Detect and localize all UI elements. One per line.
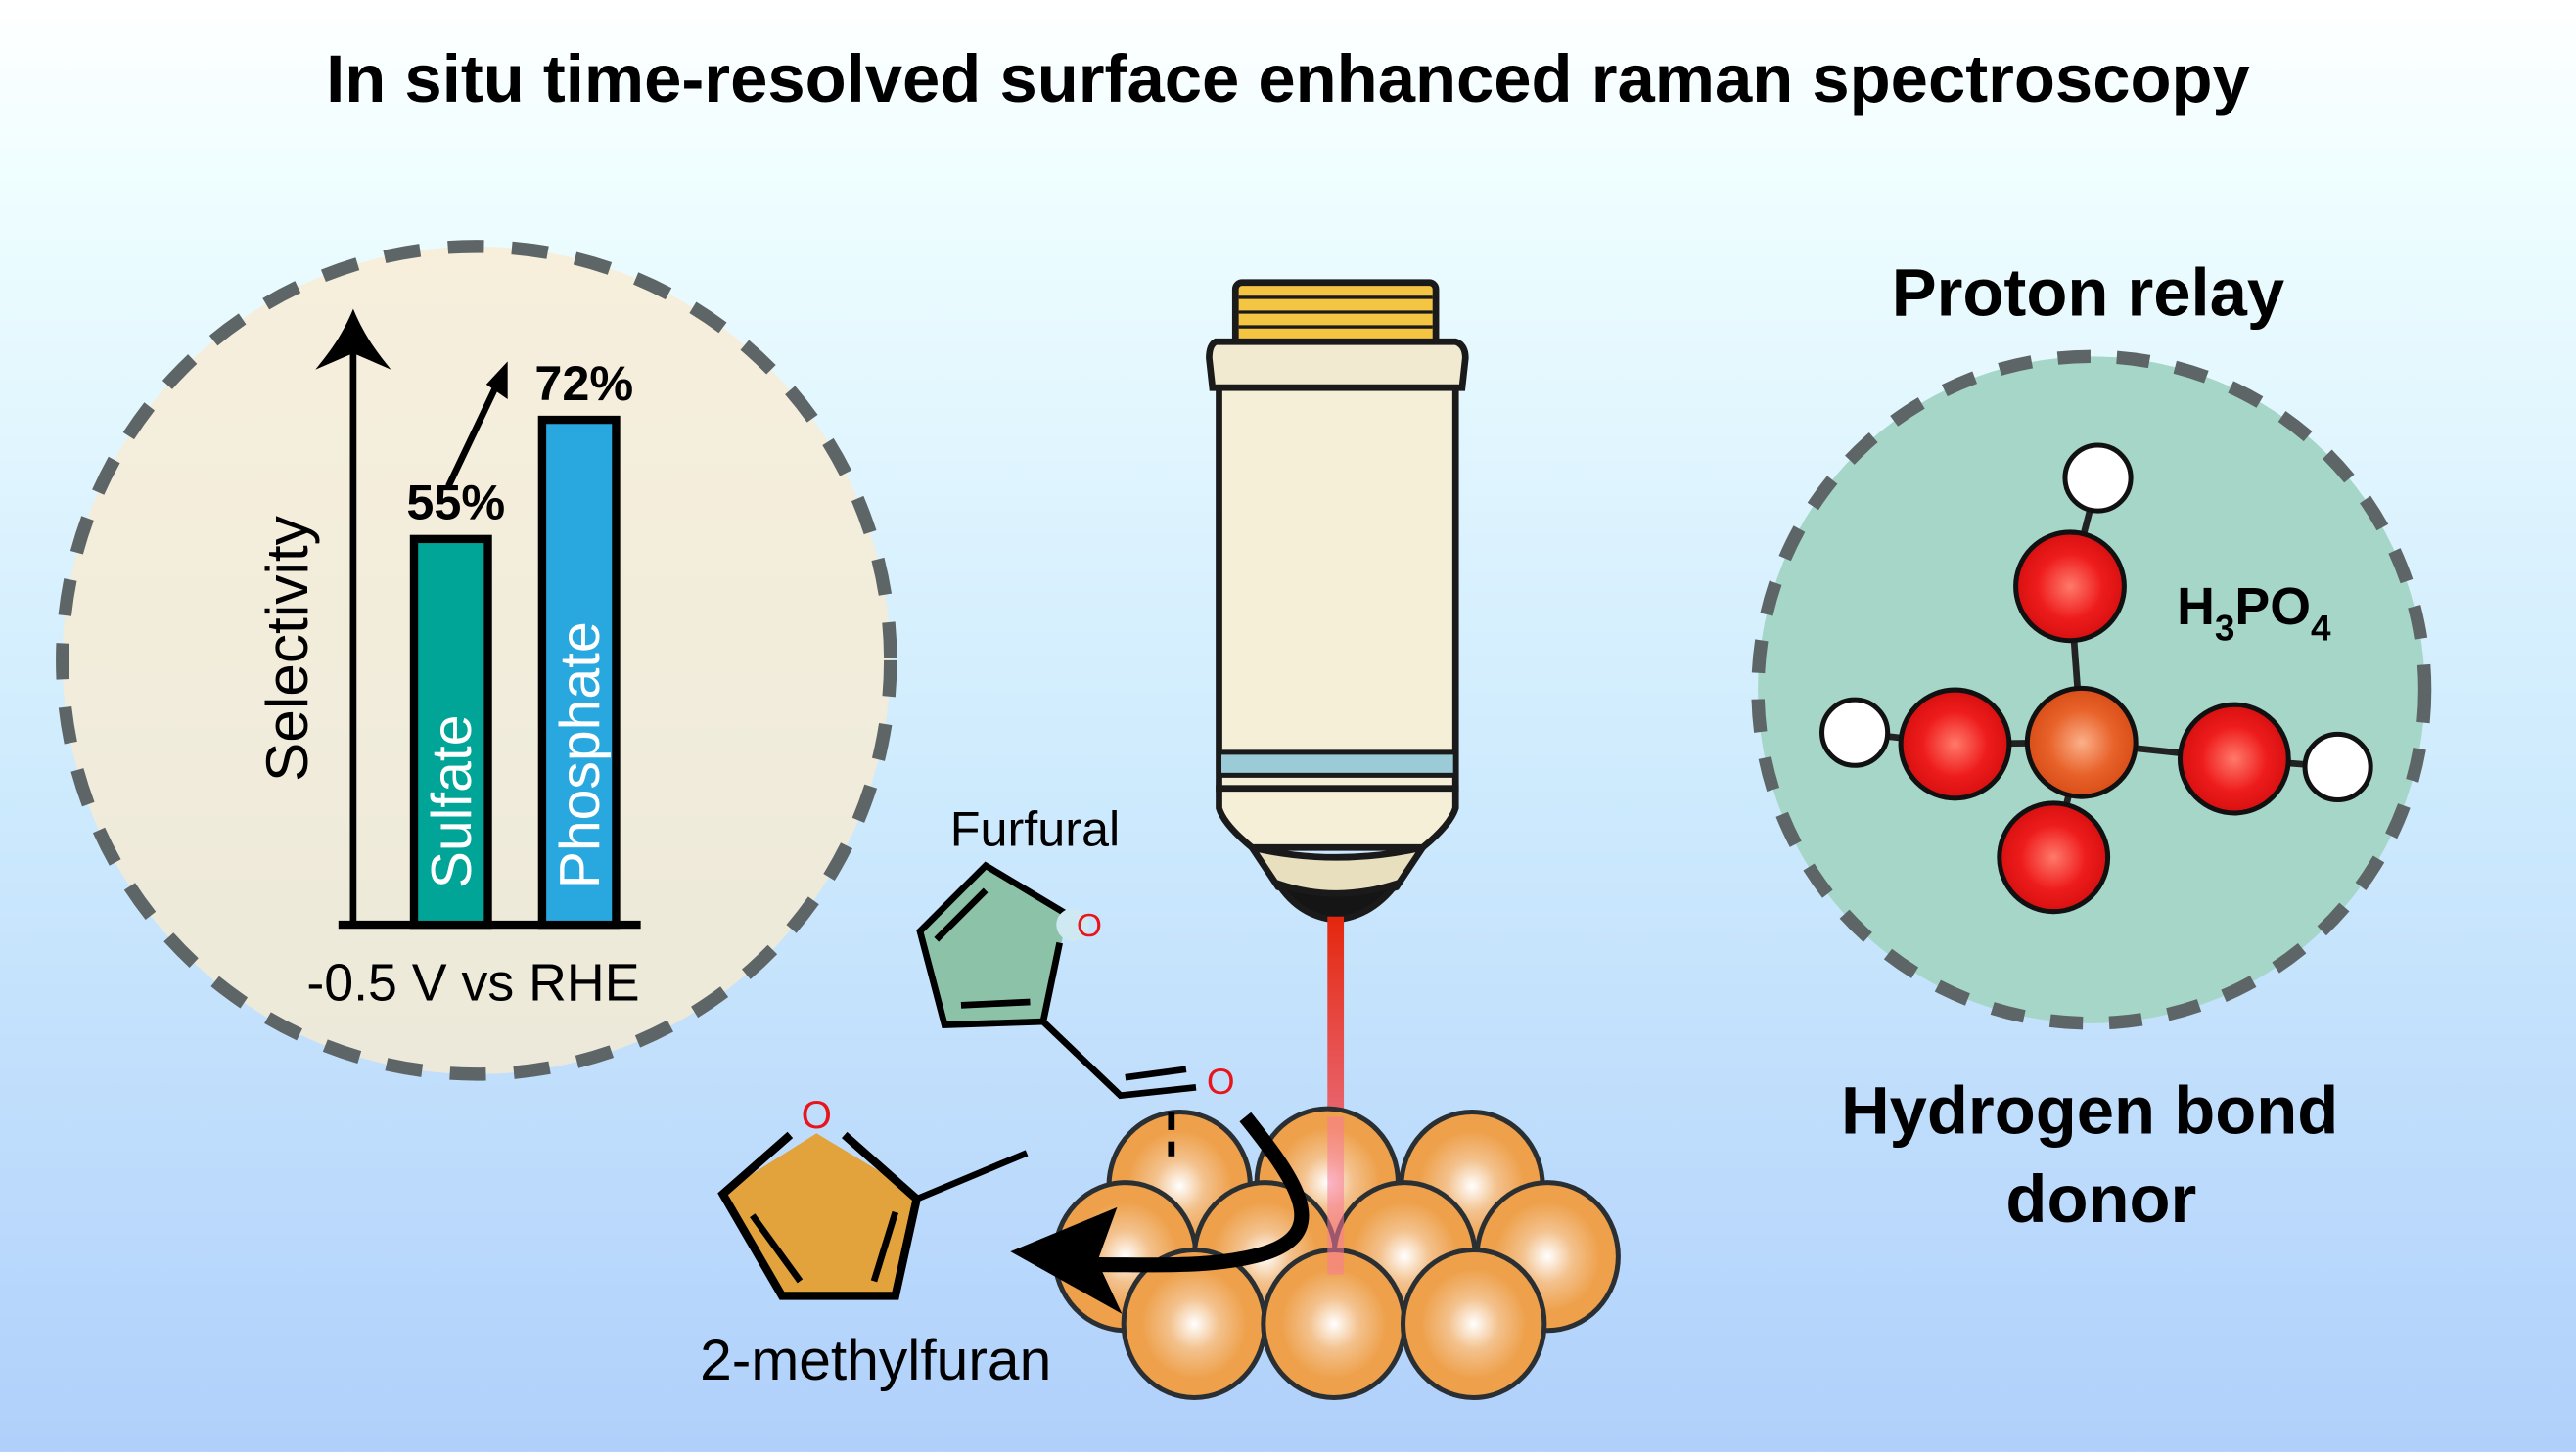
increase-arrow — [445, 381, 501, 488]
oxygen-atom — [2013, 529, 2127, 644]
reaction-arrow — [1097, 1112, 1310, 1273]
furan-oxygen-atom: O — [1077, 908, 1102, 944]
oxygen-atom — [1898, 687, 2012, 801]
bar-value-label: 55% — [406, 475, 505, 530]
page-title: In situ time-resolved surface enhanced r… — [326, 41, 2250, 116]
phosphorus-atom — [2024, 685, 2139, 799]
hydrogen-bond-caption-line2: donor — [2005, 1161, 2196, 1237]
x-axis-label: -0.5 V vs RHE — [306, 953, 639, 1012]
oxygen-atom — [1997, 800, 2111, 915]
proton-relay-heading: Proton relay — [1892, 254, 2285, 330]
bar-label: Phosphate — [549, 621, 612, 888]
methylfuran-oxygen-atom: O — [802, 1093, 832, 1137]
y-axis-arrow-icon — [315, 308, 391, 370]
2-methylfuran-molecule: O 2-methylfuran — [700, 1093, 1051, 1392]
hydrogen-atom — [2302, 731, 2373, 803]
reaction-arrow-head-icon — [1010, 1206, 1123, 1314]
hydrogen-bond-caption-line1: Hydrogen bond — [1841, 1072, 2338, 1148]
objective-lens-band — [1216, 749, 1458, 778]
furfural-label: Furfural — [950, 801, 1120, 857]
y-axis-label: Selectivity — [253, 515, 320, 782]
oxygen-atom — [2177, 702, 2291, 816]
objective-body — [1216, 384, 1459, 793]
proton-relay-panel: Proton relay H3PO4 Hydrogen bond donor — [1751, 254, 2432, 1237]
bar-sulfate — [409, 534, 492, 930]
microscope-objective — [1206, 279, 1469, 924]
selectivity-chart-panel: Sulfate 55% Phosphate 72% Selectivity -0.5 … — [56, 240, 897, 1081]
hydrogen-atom — [1819, 697, 1891, 768]
carbonyl-oxygen-atom: O — [1207, 1062, 1235, 1102]
bar-label: Sulfate — [421, 715, 483, 889]
increase-arrow-head-icon — [485, 361, 508, 399]
methylfuran-label: 2-methylfuran — [700, 1329, 1051, 1392]
laser-beam-overlay — [1327, 1116, 1345, 1275]
gold-nanoparticle — [1400, 1247, 1547, 1401]
hydrogen-atom — [2062, 442, 2134, 514]
bar-phosphate — [537, 415, 621, 930]
furfural-molecule: Furfural O O — [916, 801, 1235, 1157]
bar-value-label: 72% — [534, 355, 633, 411]
objective-thread-cap — [1231, 279, 1440, 348]
objective-tip — [1269, 877, 1405, 924]
objective-collar — [1206, 338, 1469, 391]
h3po4-formula: H3PO4 — [2177, 577, 2331, 649]
